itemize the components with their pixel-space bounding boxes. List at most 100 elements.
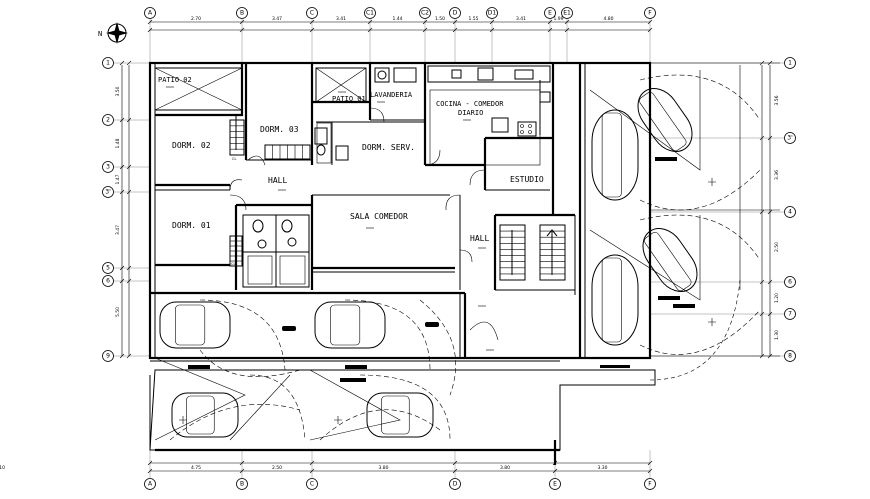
axis-bubble-top-2-label: C <box>310 10 314 17</box>
axis-bubble-left-2-label: 3 <box>106 164 110 171</box>
dim-left-3: 3.47 <box>115 225 121 235</box>
dim-left-2: 1.47 <box>115 174 121 184</box>
laundry-appliances <box>374 67 417 83</box>
axis-bubble-top-8-label: E1 <box>563 10 571 17</box>
dim-top-4: 1.50 <box>435 16 445 22</box>
label-dorm-03: DORM. 03 <box>260 125 299 134</box>
dim-left-4: 5.50 <box>115 307 121 317</box>
dim-top-5: 1.55 <box>468 16 478 22</box>
label-patio-01: PATIO 01 <box>332 95 366 103</box>
axis-bubble-right-5-label: 8 <box>788 353 792 360</box>
axis-bubble-left-6: 9 <box>102 350 114 362</box>
label-cl-1: CL <box>232 157 236 161</box>
dim-left-0: 3.50 <box>115 86 121 96</box>
dim-top-7: 1.99 <box>553 16 563 22</box>
axis-bubble-bottom-4-label: E <box>553 481 557 488</box>
label-patio-02: PATIO 02 <box>158 76 192 84</box>
axis-bubble-top-1-label: B <box>240 10 244 17</box>
axis-bubble-right-3: 6 <box>784 276 796 288</box>
axis-bubble-bottom-2: C <box>306 478 318 490</box>
axis-bubble-left-0-label: 1 <box>106 60 110 67</box>
level-markers <box>166 86 494 351</box>
axis-bubble-top-4: C2 <box>419 7 431 19</box>
dim-bottom-2: 3.80 <box>378 465 388 471</box>
axis-bubble-top-3: C1 <box>364 7 376 19</box>
dim-top-2: 3.41 <box>336 16 346 22</box>
interior-walls <box>155 63 586 358</box>
axis-bubble-top-8: E1 <box>561 7 573 19</box>
label-dorm-02: DORM. 02 <box>172 141 211 150</box>
dim-bottom-1: 2.50 <box>272 465 282 471</box>
bathroom-fixtures <box>242 127 349 288</box>
axis-bubble-top-5: D <box>449 7 461 19</box>
axis-bubble-left-2: 3 <box>102 161 114 173</box>
axis-bubble-bottom-3: D <box>449 478 461 490</box>
axis-bubble-top-0: A <box>144 7 156 19</box>
dim-top-0: 2.70 <box>191 16 201 22</box>
axis-bubble-bottom-0-label: A <box>148 481 153 488</box>
axis-bubble-right-4: 7 <box>784 308 796 320</box>
stair-small <box>229 119 245 267</box>
axis-bubble-bottom-5-label: F <box>648 481 652 488</box>
dim-top-3: 1.44 <box>392 16 402 22</box>
axis-bubble-left-4-label: 5 <box>106 265 110 272</box>
axis-bubble-right-3-label: 6 <box>788 279 792 286</box>
label-cocina-comedor: COCINA - COMEDOR <box>436 100 504 108</box>
dim-right-3: 1.20 <box>774 293 780 303</box>
dim-top-1: 3.47 <box>272 16 282 22</box>
axis-bubble-left-1-label: 2 <box>106 117 110 124</box>
dimension-lines <box>121 21 771 472</box>
axis-bubble-bottom-1: B <box>236 478 248 490</box>
axis-bubble-bottom-5: F <box>644 478 656 490</box>
axis-bubble-right-2-label: 4 <box>788 209 792 216</box>
axis-bubble-bottom-4: E <box>549 478 561 490</box>
axis-bubble-top-7-label: E <box>548 10 552 17</box>
axis-bubble-left-5-label: 6 <box>106 278 110 285</box>
axis-bubble-top-0-label: A <box>148 10 153 17</box>
compass-north-label: N <box>98 30 102 38</box>
dim-right-2: 2.50 <box>774 242 780 252</box>
axis-bubble-right-5: 8 <box>784 350 796 362</box>
axis-bubble-bottom-2-label: C <box>310 481 314 488</box>
label-lavanderia: LAVANDERIA <box>370 91 413 99</box>
axis-bubble-top-2: C <box>306 7 318 19</box>
car-outlines <box>154 70 761 441</box>
axis-bubble-left-6-label: 9 <box>106 353 110 360</box>
axis-bubble-top-6: D1 <box>486 7 498 19</box>
axis-bubble-left-4: 5 <box>102 262 114 274</box>
label-diario: DIARIO <box>458 109 483 117</box>
axis-bubble-right-1-label: 3' <box>787 135 793 142</box>
axis-bubble-top-9-label: F <box>648 10 652 17</box>
exterior-walls <box>148 61 652 360</box>
axis-bubble-top-7: E <box>544 7 556 19</box>
dim-top-6: 3.41 <box>516 16 526 22</box>
dim-bottom-0: 4.75 <box>191 465 201 471</box>
axis-bubble-top-3-label: C1 <box>366 10 374 17</box>
axis-bubble-right-0-label: 1 <box>788 60 792 67</box>
axis-bubble-top-1: B <box>236 7 248 19</box>
axis-bubble-right-4-label: 7 <box>788 311 792 318</box>
label-hall-2: HALL <box>470 234 489 243</box>
annotation-tags <box>188 157 695 382</box>
axis-bubble-left-3: 3' <box>102 186 114 198</box>
stair-service <box>264 144 311 160</box>
axis-bubble-left-0: 1 <box>102 57 114 69</box>
axis-bubble-top-5-label: D <box>453 10 458 17</box>
door-swings <box>229 107 499 341</box>
label-hall-1: HALL <box>268 176 287 185</box>
kitchen-counters <box>427 65 551 137</box>
front-parking <box>149 292 656 465</box>
axis-bubble-left-3-label: 3' <box>105 189 111 196</box>
dim-right-1: 3.36 <box>774 170 780 180</box>
axis-bubble-right-2: 4 <box>784 206 796 218</box>
side-parking <box>584 62 780 381</box>
dim-bottom-4: 3.30 <box>597 465 607 471</box>
axis-bubble-left-5: 6 <box>102 275 114 287</box>
north-compass-icon: N <box>98 22 128 44</box>
label-cl-2: CL <box>231 262 235 266</box>
dim-right-0: 3.56 <box>774 95 780 105</box>
dim-left-1: 1.48 <box>115 138 121 148</box>
axis-bubble-bottom-1-label: B <box>240 481 244 488</box>
